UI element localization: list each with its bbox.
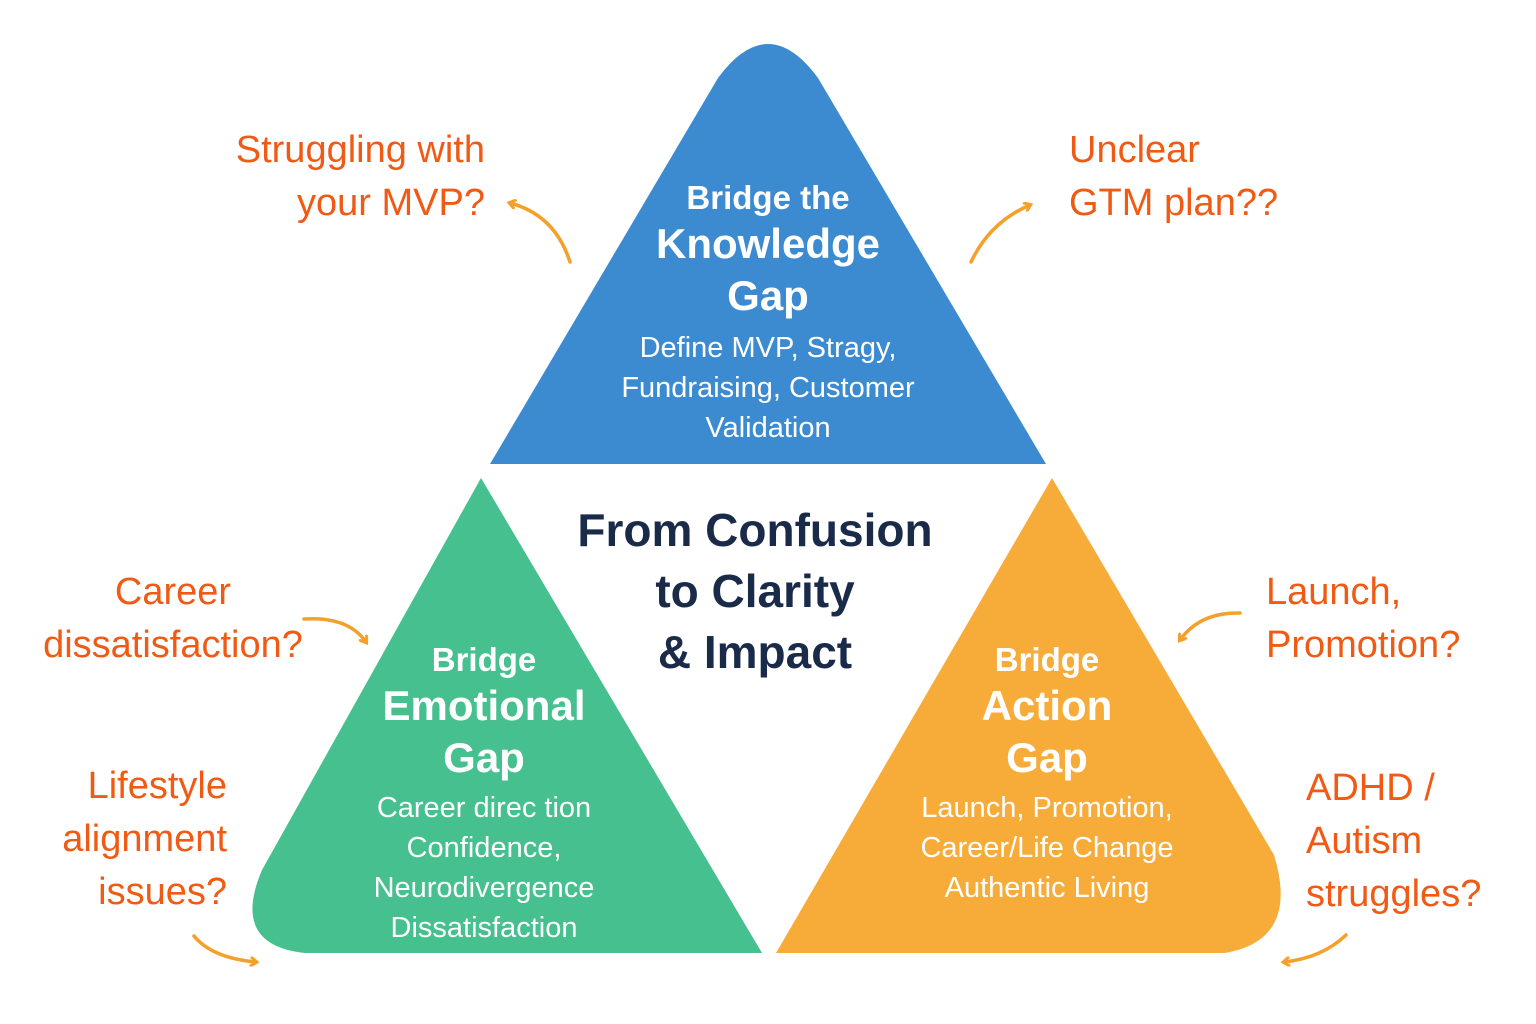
emotional-title-line: Emotional <box>382 682 586 729</box>
callout-launch: Launch, Promotion? <box>1266 566 1526 672</box>
center-title-line: From Confusion <box>577 504 933 556</box>
action-kicker: Bridge <box>994 641 1100 678</box>
callout-lifestyle: Lifestyle alignment issues? <box>20 760 227 919</box>
action-gap-text: Bridge Action Gap Launch, Promotion, Car… <box>877 640 1217 908</box>
emotional-gap-text: Bridge Emotional Gap Career direc tion C… <box>314 640 654 948</box>
knowledge-detail: Define MVP, Stragy, <box>639 332 897 364</box>
callout-line: Career <box>114 571 232 613</box>
emotional-detail: Career direc tion <box>376 792 592 824</box>
emotional-detail: Neurodivergence <box>373 872 595 904</box>
knowledge-kicker: Bridge the <box>686 179 850 216</box>
action-detail: Launch, Promotion, <box>921 792 1173 824</box>
callout-line: dissatisfaction? <box>43 624 303 666</box>
callout-line: issues? <box>98 871 227 913</box>
arrow-mvp-icon <box>510 203 572 264</box>
center-title-line: & Impact <box>657 626 853 678</box>
emotional-kicker: Bridge <box>431 641 537 678</box>
arrow-career-icon <box>302 616 366 642</box>
knowledge-title-line: Knowledge <box>655 220 880 267</box>
callout-line: Launch, <box>1266 571 1402 613</box>
knowledge-detail: Validation <box>705 412 831 444</box>
emotional-gap-triangle <box>252 478 762 953</box>
knowledge-gap-text: Bridge the Knowledge Gap Define MVP, Str… <box>568 178 968 448</box>
emotional-title-line: Gap <box>443 734 525 781</box>
callout-line: Unclear <box>1069 129 1200 171</box>
callout-line: ADHD / <box>1306 767 1435 809</box>
callout-career: Career dissatisfaction? <box>18 566 328 672</box>
action-gap-triangle <box>776 478 1281 953</box>
action-title-line: Gap <box>1006 734 1088 781</box>
emotional-detail: Confidence, <box>406 832 562 864</box>
callout-adhd: ADHD / Autism struggles? <box>1306 762 1531 921</box>
callout-line: Promotion? <box>1266 624 1461 666</box>
callout-line: Lifestyle <box>87 765 227 807</box>
action-detail: Career/Life Change <box>920 832 1174 864</box>
callout-line: struggles? <box>1306 873 1482 915</box>
callout-gtm: Unclear GTM plan?? <box>1069 124 1329 230</box>
callout-line: Autism <box>1306 820 1423 862</box>
callout-line: your MVP? <box>297 182 485 224</box>
callout-line: Struggling with <box>235 129 485 171</box>
arrow-adhd-icon <box>1284 933 1348 962</box>
center-title-line: to Clarity <box>655 565 855 617</box>
emotional-detail: Dissatisfaction <box>390 912 578 944</box>
knowledge-detail: Fundraising, Customer <box>621 372 915 404</box>
center-title: From Confusion to Clarity & Impact <box>540 500 970 683</box>
action-detail: Authentic Living <box>944 872 1150 904</box>
knowledge-title-line: Gap <box>727 272 809 319</box>
action-title-line: Action <box>981 682 1113 729</box>
callout-line: alignment <box>62 818 227 860</box>
arrow-lifestyle-icon <box>192 934 256 962</box>
callout-line: GTM plan?? <box>1069 182 1279 224</box>
knowledge-gap-triangle <box>490 44 1046 464</box>
callout-mvp: Struggling with your MVP? <box>180 124 485 230</box>
arrow-gtm-icon <box>969 205 1030 264</box>
arrow-launch-icon <box>1180 611 1242 640</box>
